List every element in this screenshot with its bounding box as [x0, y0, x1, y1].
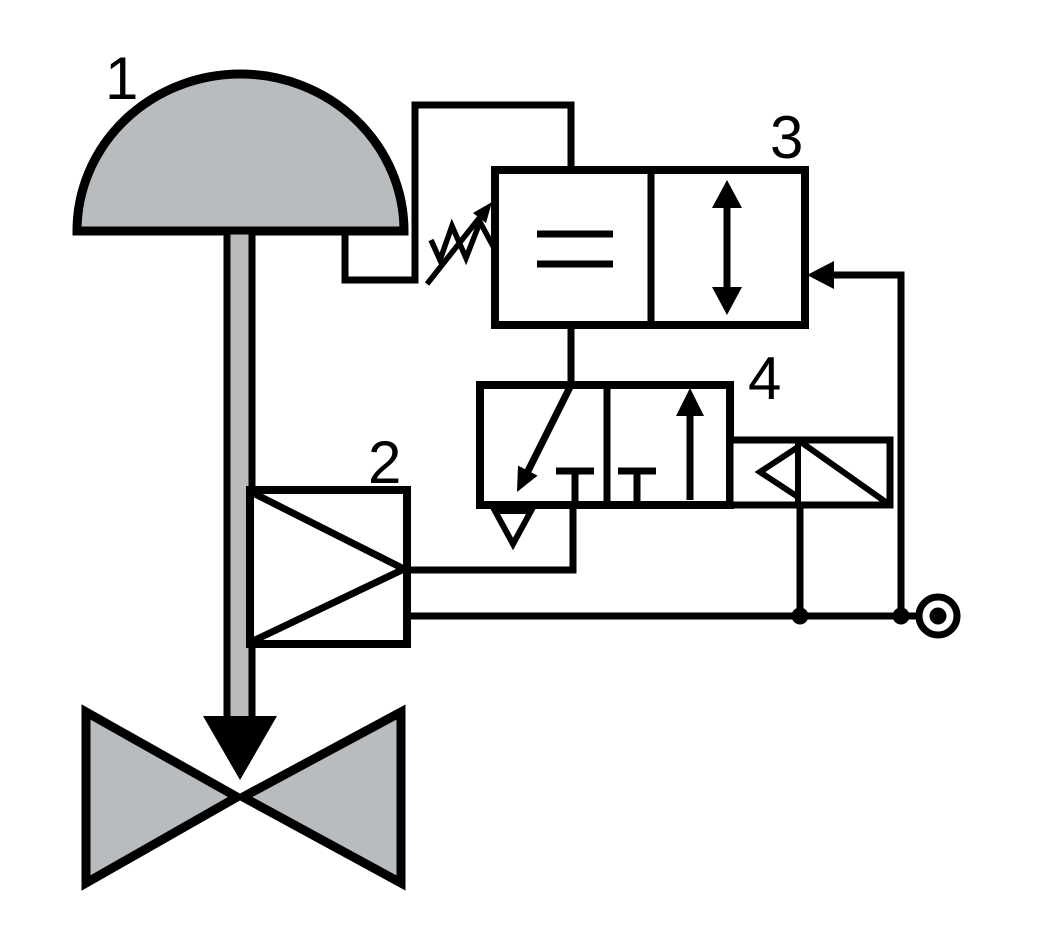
valve-body-left-triangle-icon — [81, 704, 247, 891]
junction-dot — [791, 607, 809, 625]
air-supply-symbol — [915, 593, 961, 639]
junction-dot — [892, 607, 910, 625]
valve-body-right-triangle-icon — [233, 704, 406, 891]
pilot-valve — [476, 381, 734, 551]
label-pilot-valve: 4 — [748, 345, 781, 412]
exhaust-vent-icon — [489, 508, 537, 551]
flow-path-shaft — [524, 385, 574, 473]
supply-inner-dot-icon — [929, 607, 947, 625]
booster-box — [246, 486, 411, 648]
pipe-line — [341, 101, 575, 284]
solenoid-diagonal-icon — [796, 437, 892, 508]
pipe-line — [826, 271, 905, 616]
stem-arrowhead-icon — [203, 716, 277, 780]
booster-chevron-icon — [251, 489, 412, 645]
solenoid-actuator — [726, 436, 894, 509]
flow-path-arrowhead-icon — [517, 465, 538, 492]
spring-adjust-arrowhead-icon — [473, 202, 492, 223]
label-actuator: 1 — [105, 45, 138, 112]
arrowhead-left-icon — [807, 261, 834, 289]
spring-adjust-arrow-shaft — [424, 210, 487, 286]
solenoid-chevron-icon — [754, 444, 800, 500]
booster-relay — [246, 486, 412, 648]
through-flow-arrowhead-icon — [676, 388, 704, 416]
comparator-valve — [424, 166, 809, 329]
label-comparator: 3 — [770, 104, 803, 171]
line-booster-to-pilot — [406, 504, 577, 574]
diaphragm-actuator — [72, 69, 409, 780]
double-arrow-down-icon — [712, 287, 742, 315]
supply-line-riser-to-comparator — [807, 261, 905, 616]
double-arrow-up-icon — [712, 180, 742, 208]
label-booster: 2 — [368, 429, 401, 496]
control-valve-body — [81, 704, 406, 891]
signal-line-actuator-to-comparator — [341, 101, 575, 284]
pipe-line — [406, 504, 577, 574]
actuator-dome-icon — [72, 69, 409, 236]
